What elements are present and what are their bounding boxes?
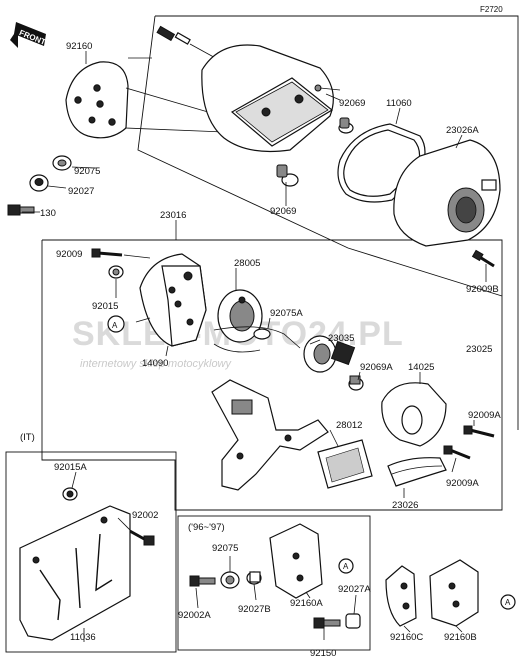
label-92069-top: 92069	[339, 98, 365, 109]
tail-lamp-housing	[201, 44, 334, 153]
upper-assembly-frame	[137, 15, 519, 430]
license-plate-frame	[5, 451, 177, 653]
label-92009A-right: 92009A	[468, 410, 501, 421]
label-92009B: 92009B	[466, 284, 499, 295]
label-92027B: 92027B	[238, 604, 271, 615]
label-92075-bottom: 92075	[212, 543, 238, 554]
bracket-92160C	[385, 565, 417, 627]
label-14090: 14090	[142, 358, 168, 369]
callout-A-bottom-text: A	[343, 562, 349, 571]
callout-A-right: A	[500, 594, 516, 610]
screw-92009A-bottom	[443, 445, 471, 460]
label-92015: 92015	[92, 301, 118, 312]
label-11060: 11060	[386, 98, 412, 109]
watermark-tagline: internetowy sklep motocyklowy	[80, 358, 233, 370]
wire-92075A	[213, 326, 301, 353]
bolt-92150	[313, 617, 341, 629]
license-bracket-11036	[19, 505, 131, 641]
page-code: F2720	[480, 5, 503, 14]
label-130: 130	[40, 208, 56, 219]
collar-92027	[29, 174, 49, 192]
label-92160A: 92160A	[290, 598, 323, 609]
socket-23035	[303, 335, 356, 373]
label-92002A: 92002A	[178, 610, 211, 621]
label-92075A: 92075A	[270, 308, 303, 319]
bracket-variant-frame	[177, 515, 371, 651]
bracket-92160B	[429, 559, 479, 627]
label-23016: 23016	[160, 210, 186, 221]
label-92002: 92002	[132, 510, 158, 521]
collar-92027B	[246, 571, 262, 585]
label-92150: 92150	[310, 648, 336, 659]
leader-lines	[22, 51, 487, 642]
callout-A-middle: A	[107, 315, 125, 333]
screw-92009B	[471, 249, 495, 268]
lens-14025	[381, 382, 447, 447]
bulb-92069-top	[338, 117, 354, 134]
section-label-it: (IT)	[20, 432, 35, 443]
label-28012: 28012	[336, 420, 362, 431]
screw-92009A-right	[463, 425, 495, 438]
label-92009-left: 92009	[56, 249, 82, 260]
callout-A-right-text: A	[505, 598, 511, 607]
label-92160: 92160	[66, 41, 92, 52]
bulb-92069-mid	[276, 164, 299, 187]
label-92160C: 92160C	[390, 632, 423, 643]
label-92027A: 92027A	[338, 584, 371, 595]
section-label-years: ('96~'97)	[188, 522, 225, 533]
callout-A-bottom: A	[338, 558, 354, 574]
cover-23026	[387, 457, 447, 487]
reflector-28012	[317, 439, 373, 489]
label-92069A: 92069A	[360, 362, 393, 373]
lens-23026A	[393, 139, 501, 247]
label-23026A: 23026A	[446, 125, 479, 136]
label-11036: 11036	[70, 632, 96, 643]
label-28005: 28005	[234, 258, 260, 269]
washer-92015	[108, 265, 124, 279]
label-92027-top: 92027	[68, 186, 94, 197]
bracket-92160A	[269, 523, 323, 599]
callout-A-text: A	[112, 321, 118, 330]
label-92069-mid: 92069	[270, 206, 296, 217]
label-92015A: 92015A	[54, 462, 87, 473]
housing-14090	[139, 253, 207, 347]
label-23026: 23026	[392, 500, 418, 511]
label-92075-top: 92075	[74, 166, 100, 177]
bulb-92069A	[348, 375, 364, 391]
label-23025: 23025	[466, 344, 492, 355]
base-plate-92160	[65, 61, 129, 139]
bolt-92002	[127, 528, 155, 546]
nut-92015A	[62, 487, 78, 501]
collar-92027A	[345, 613, 361, 629]
wire-connector	[156, 25, 231, 67]
label-92009A-bottom: 92009A	[446, 478, 479, 489]
label-92160B: 92160B	[444, 632, 477, 643]
socket-28005	[217, 289, 263, 343]
bolt-92002A	[189, 575, 216, 587]
bolt-130	[7, 204, 35, 216]
middle-assembly-frame	[41, 239, 503, 511]
grommet-92075	[52, 155, 72, 171]
washer-92075-bottom	[220, 571, 240, 589]
bracket-plate-23016	[211, 379, 329, 491]
screw-92009-left	[91, 248, 123, 258]
label-23035: 23035	[328, 333, 354, 344]
front-badge: FRONT	[10, 22, 47, 48]
label-14025: 14025	[408, 362, 434, 373]
